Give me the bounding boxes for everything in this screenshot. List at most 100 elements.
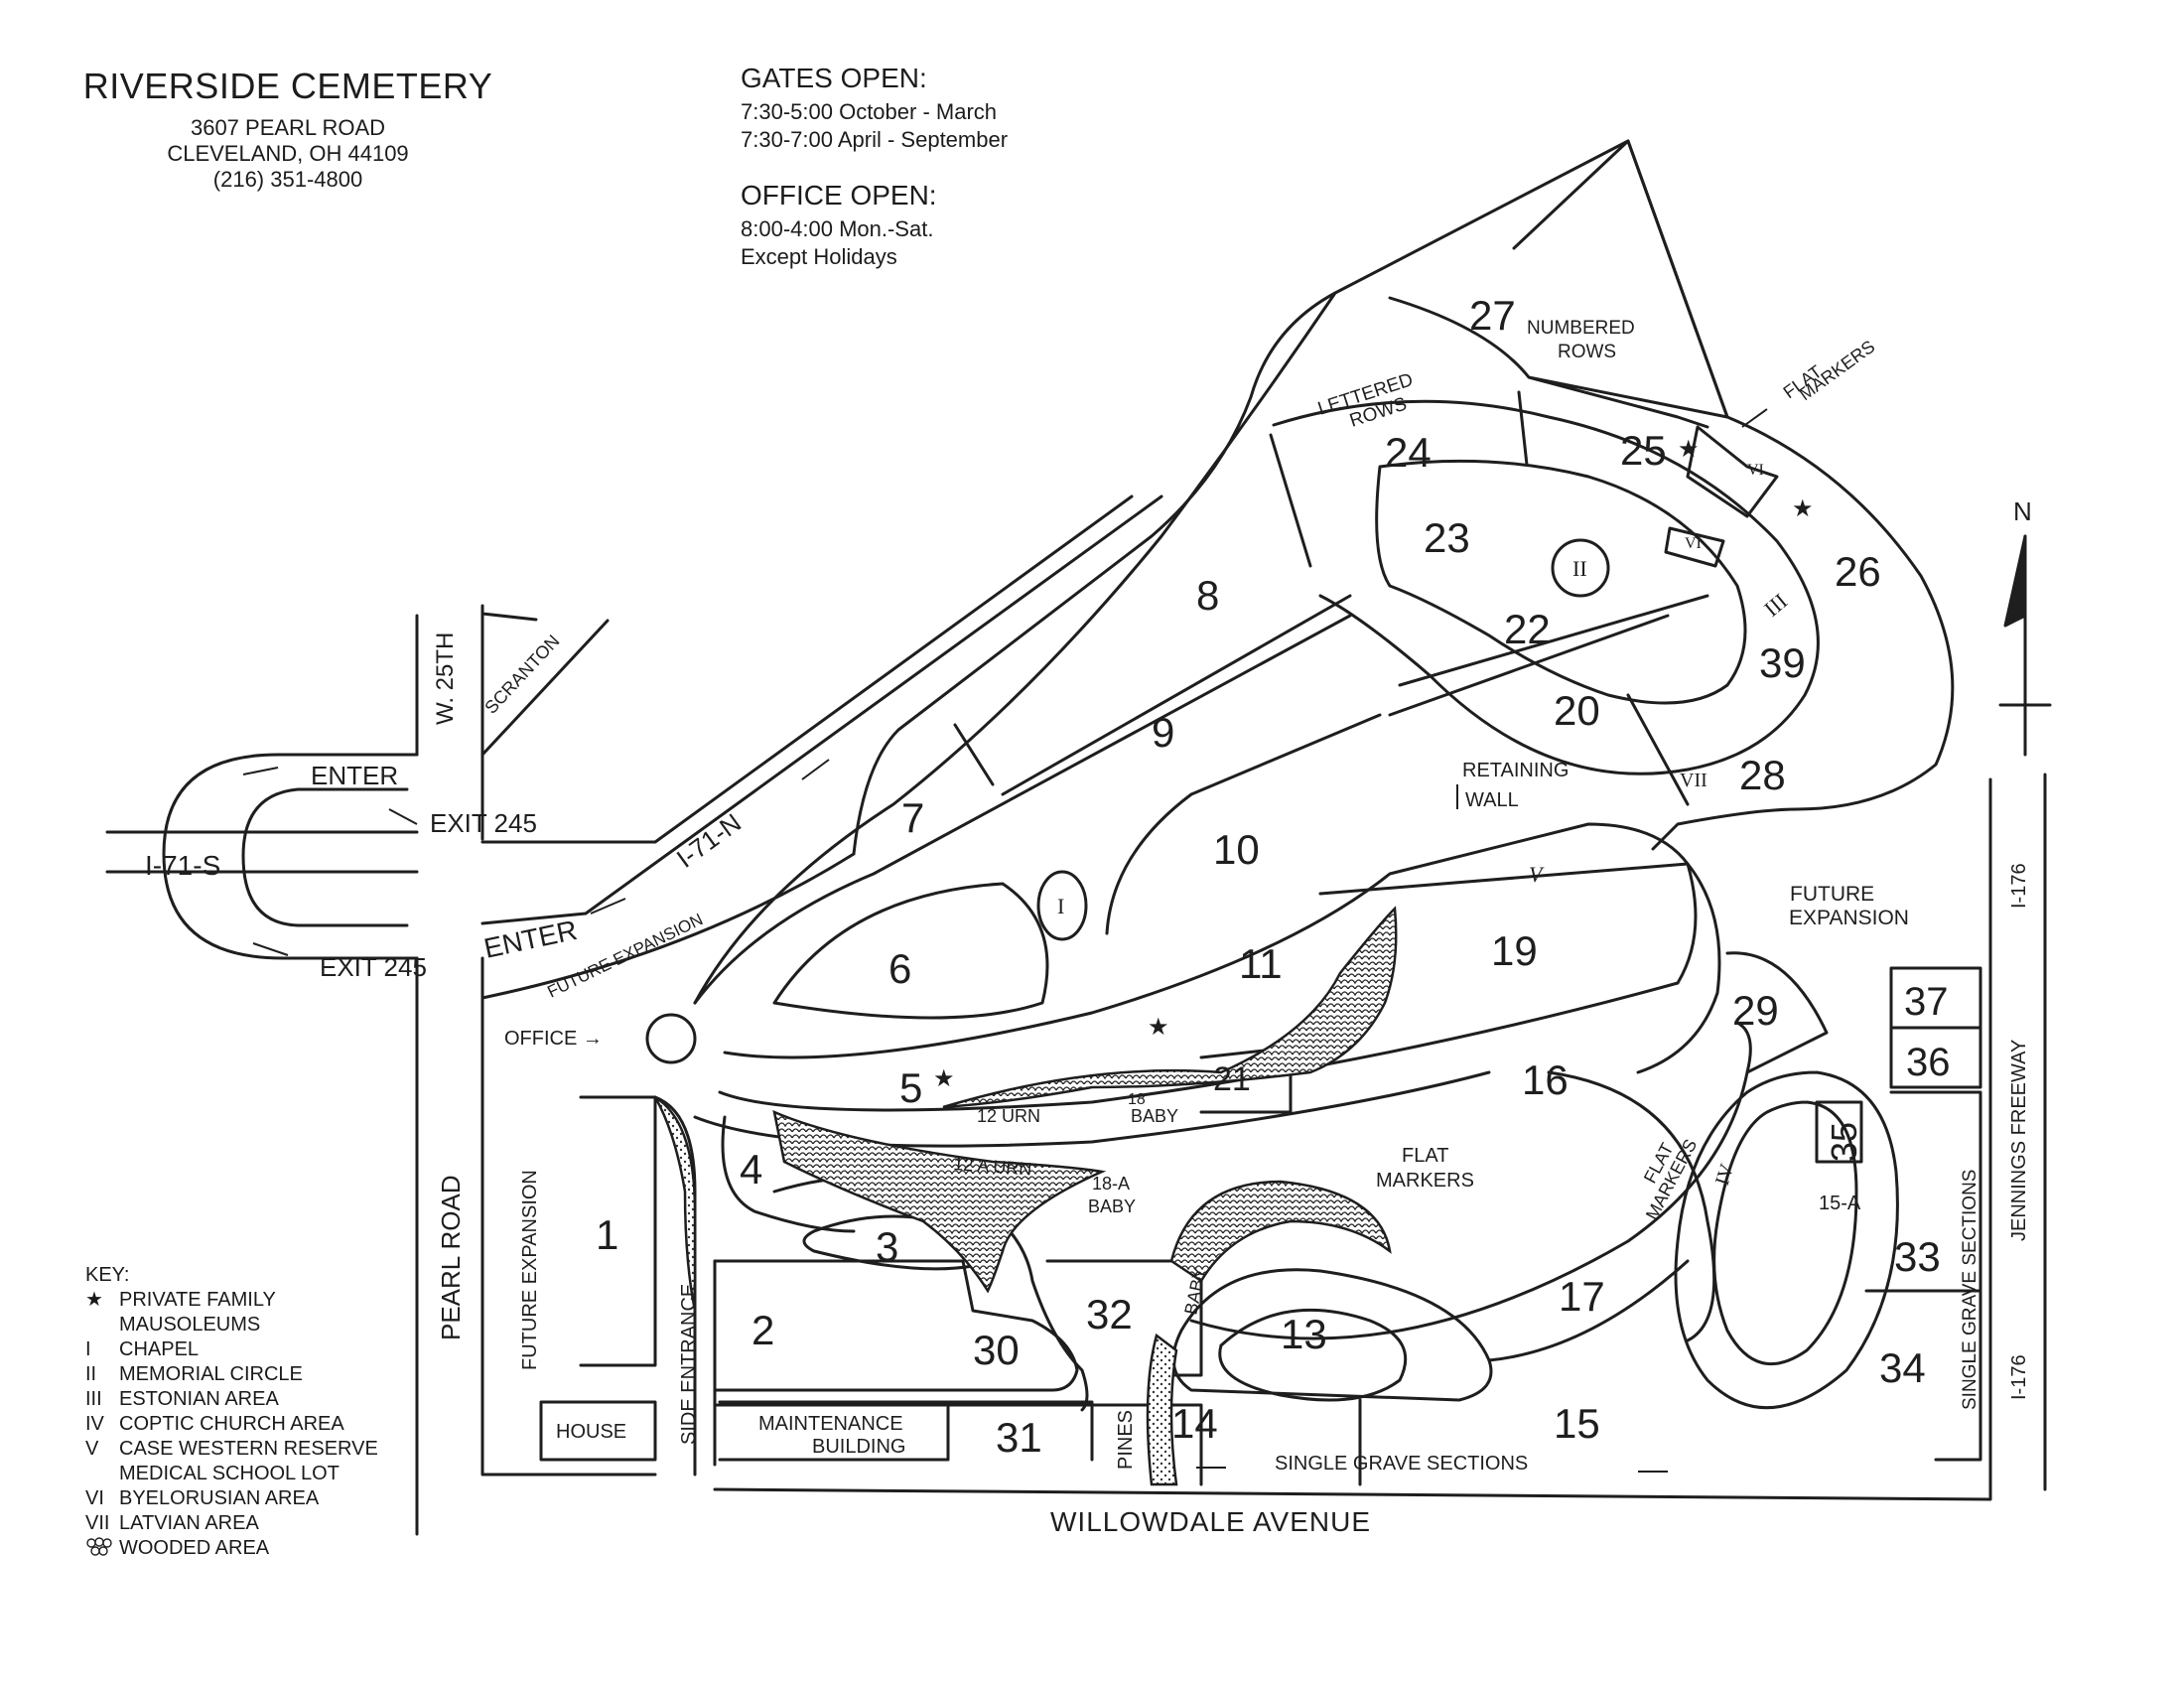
enter-arrow xyxy=(242,767,279,775)
mausoleum-star: ★ xyxy=(933,1064,955,1092)
road-16-upper xyxy=(718,981,1680,1112)
maintenance-label-2: BUILDING xyxy=(812,1436,905,1458)
cemetery-header: RIVERSIDE CEMETERY 3607 PEARL ROAD CLEVE… xyxy=(30,68,546,193)
gates-line-2: 7:30-7:00 April - September xyxy=(741,126,1009,152)
section-4: 4 xyxy=(740,1146,762,1193)
section-32: 32 xyxy=(1086,1291,1133,1337)
enter-ramp-arrow xyxy=(590,898,626,914)
divider-24-27 xyxy=(1517,390,1529,467)
section-26: 26 xyxy=(1835,548,1881,595)
scranton-stub xyxy=(480,612,538,662)
memorial-circle xyxy=(1551,538,1610,598)
section-29-arc xyxy=(1725,951,1829,1074)
key-item: ★PRIVATE FAMILY xyxy=(85,1289,276,1311)
baby-vertical: BABY xyxy=(1180,1266,1210,1317)
pines-label: PINES xyxy=(1115,1410,1137,1470)
main-loop-inner xyxy=(1375,459,1747,705)
divider-7 xyxy=(953,723,995,786)
baby-18-1: 18 xyxy=(1128,1091,1146,1108)
baby-18-2: BABY xyxy=(1131,1106,1178,1126)
section-2: 2 xyxy=(751,1307,774,1353)
numbered-rows-2: ROWS xyxy=(1558,342,1616,362)
divider-9-10 xyxy=(1001,594,1352,796)
section-35: 35 xyxy=(1824,1122,1864,1162)
future-exp-right-1: FUTURE xyxy=(1790,883,1874,906)
enter-top-label: ENTER xyxy=(311,761,398,790)
section-6: 6 xyxy=(888,945,911,992)
interchange-outer xyxy=(162,753,419,960)
interchange-inner xyxy=(241,787,409,927)
numbered-rows-1: NUMBERED xyxy=(1527,318,1635,339)
mausoleum-star: ★ xyxy=(1792,494,1814,522)
section-27: 27 xyxy=(1469,292,1516,339)
section-16: 16 xyxy=(1522,1056,1569,1103)
baby-18a-2: BABY xyxy=(1088,1196,1136,1216)
divider-22 xyxy=(1398,594,1709,687)
cemetery-boundary xyxy=(693,139,1955,1005)
retaining-2: WALL xyxy=(1465,789,1519,811)
section-15-inner xyxy=(1487,1259,1690,1362)
section-6-lens xyxy=(772,882,1049,1020)
divider-20 xyxy=(1388,614,1670,717)
divider-10-tri xyxy=(1105,713,1382,935)
section-21: 21 xyxy=(1213,1060,1251,1098)
section-29: 29 xyxy=(1732,987,1779,1034)
key-item: WOODED AREA xyxy=(85,1536,378,1565)
section-25-wedge xyxy=(1686,425,1779,518)
baby-18a-1: 18-A xyxy=(1092,1174,1130,1194)
jennings-label: JENNINGS FREEWAY xyxy=(2008,1040,2030,1241)
central-road-south xyxy=(723,822,1698,1059)
office-label: OFFICE → xyxy=(504,1028,603,1050)
section-13-oval xyxy=(1218,1308,1408,1402)
future-exp-right-2: EXPANSION xyxy=(1789,907,1909,929)
i176-top-label: I-176 xyxy=(2008,863,2030,909)
maintenance-box xyxy=(718,1400,950,1462)
ramp-edge xyxy=(480,852,856,1000)
main-loop-outer xyxy=(1272,399,1820,775)
wooded-area-pines xyxy=(1146,1333,1178,1486)
oval-35-inner xyxy=(1712,1100,1858,1366)
section-23: 23 xyxy=(1424,514,1470,561)
section-37: 37 xyxy=(1904,980,1949,1024)
office-title: OFFICE OPEN: xyxy=(741,180,937,211)
section-1: 1 xyxy=(596,1211,618,1258)
office-line-1: 8:00-4:00 Mon.-Sat. xyxy=(741,215,934,241)
section-39: 39 xyxy=(1759,639,1806,686)
case-western-numeral: V xyxy=(1529,862,1545,887)
section-31-box xyxy=(946,1400,1094,1462)
section-28: 28 xyxy=(1739,752,1786,798)
section-34-box xyxy=(1864,1289,1982,1462)
section-36: 36 xyxy=(1906,1041,1951,1084)
section-19: 19 xyxy=(1491,927,1538,974)
section-35-box xyxy=(1815,1100,1863,1164)
section-21-box xyxy=(1199,1046,1293,1114)
flat-markers-arrow xyxy=(1741,408,1768,428)
byelorusian-box xyxy=(1664,526,1725,568)
i71n-north-edge xyxy=(480,494,1163,925)
willowdale-label: WILLOWDALE AVENUE xyxy=(1050,1506,1371,1537)
i71n-arrow xyxy=(801,759,830,780)
maintenance-label-1: MAINTENANCE xyxy=(758,1413,903,1435)
section-22: 22 xyxy=(1504,606,1551,652)
scranton-label: SCRANTON xyxy=(480,631,563,717)
section-24: 24 xyxy=(1385,429,1432,476)
w25th-label: W. 25TH xyxy=(432,633,459,725)
cemetery-phone: (216) 351-4800 xyxy=(212,166,363,192)
section-13: 13 xyxy=(1281,1311,1327,1357)
flat-markers-mid-1: FLAT xyxy=(1402,1145,1448,1167)
key-item: MEDICAL SCHOOL LOT xyxy=(119,1463,340,1484)
wooded-area-12a xyxy=(772,1109,1107,1294)
section-36-37-box xyxy=(1889,966,1982,1089)
chapel-numeral: I xyxy=(1057,894,1064,918)
exit-top-label: EXIT 245 xyxy=(430,808,537,838)
section-5: 5 xyxy=(899,1064,922,1111)
willowdale-boundary xyxy=(713,1458,1992,1501)
retaining-1: RETAINING xyxy=(1462,760,1569,781)
section-31: 31 xyxy=(996,1414,1042,1461)
house-label: HOUSE xyxy=(556,1421,626,1443)
